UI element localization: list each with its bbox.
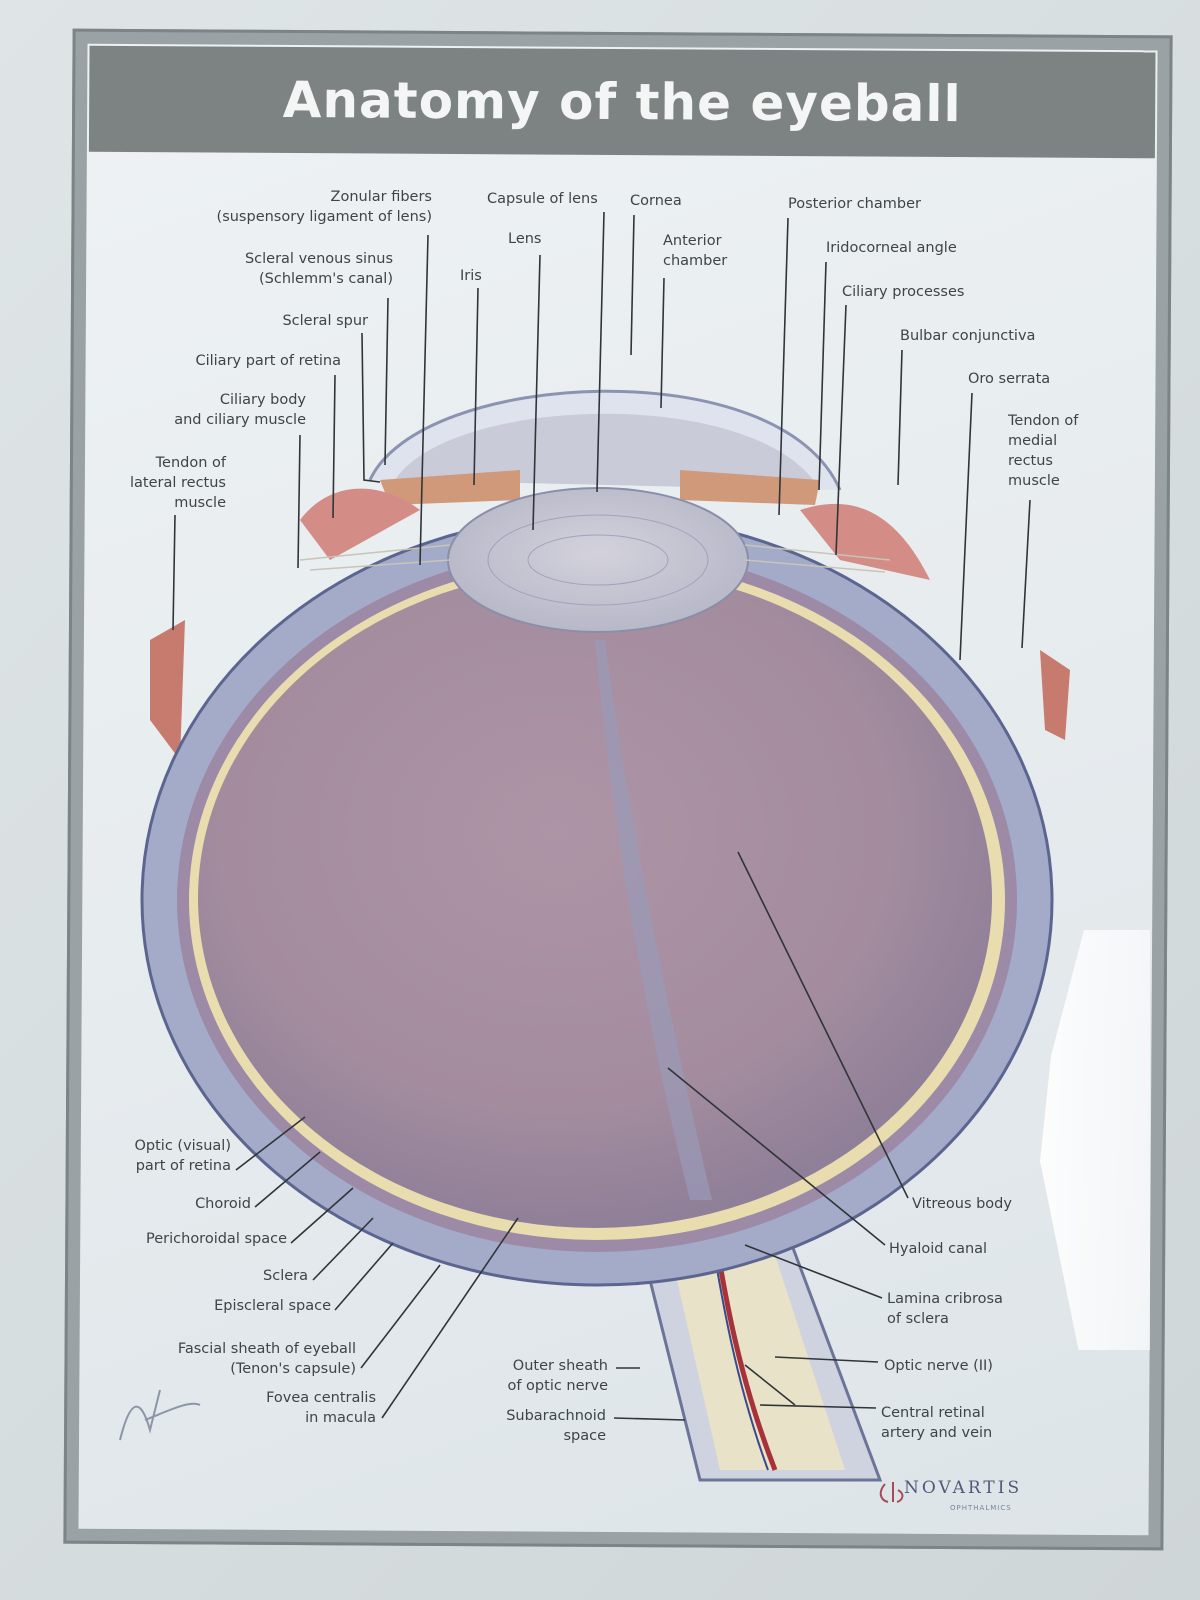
label-posterior-chamber: Posterior chamber bbox=[788, 196, 921, 212]
novartis-logo-icon bbox=[879, 1482, 904, 1503]
iris-right bbox=[680, 470, 820, 505]
novartis-logo-subtitle: OPHTHALMICS bbox=[950, 1504, 1012, 1512]
label-oro-serrata: Oro serrata bbox=[968, 371, 1051, 387]
optic-nerve-core bbox=[668, 1240, 845, 1470]
label-zonular-fibers: Zonular fibers(suspensory ligament of le… bbox=[216, 189, 432, 225]
lateral-rectus-muscle bbox=[150, 620, 185, 760]
leader-lines bbox=[172, 211, 1031, 1421]
label-lens: Lens bbox=[508, 231, 542, 247]
label-cornea: Cornea bbox=[630, 193, 682, 209]
novartis-logo: NOVARTIS bbox=[904, 1478, 1023, 1498]
label-bulbar-conjunctiva: Bulbar conjunctiva bbox=[900, 328, 1036, 344]
zonular-fibers bbox=[299, 544, 891, 573]
label-sclera: Sclera bbox=[263, 1268, 308, 1284]
label-choroid: Choroid bbox=[195, 1196, 251, 1212]
vitreous-body bbox=[198, 568, 992, 1228]
label-ciliary-part-of-retina: Ciliary part of retina bbox=[195, 353, 341, 369]
anterior-chamber bbox=[395, 413, 820, 490]
label-optic-nerve: Optic nerve (II) bbox=[884, 1358, 993, 1374]
label-fascial-sheath: Fascial sheath of eyeball(Tenon's capsul… bbox=[177, 1341, 356, 1377]
label-perichoroidal-space: Perichoroidal space bbox=[146, 1231, 287, 1247]
ciliary-body-right bbox=[800, 503, 930, 580]
hyaloid-canal bbox=[595, 640, 712, 1200]
label-iridocorneal-angle: Iridocorneal angle bbox=[826, 240, 957, 256]
iris bbox=[380, 470, 520, 505]
label-episcleral-space: Episcleral space bbox=[214, 1298, 331, 1314]
label-optic-part-of-retina: Optic (visual)part of retina bbox=[134, 1138, 232, 1174]
label-vitreous-body: Vitreous body bbox=[912, 1196, 1012, 1212]
label-scleral-spur: Scleral spur bbox=[282, 313, 368, 329]
label-iris: Iris bbox=[460, 268, 482, 284]
netter-signature bbox=[119, 1389, 201, 1441]
label-capsule-of-lens: Capsule of lens bbox=[487, 191, 598, 207]
label-scleral-venous-sinus: Scleral venous sinus(Schlemm's canal) bbox=[244, 251, 393, 287]
label-hyaloid-canal: Hyaloid canal bbox=[889, 1241, 988, 1257]
label-ciliary-processes: Ciliary processes bbox=[842, 284, 965, 300]
lens bbox=[447, 487, 749, 633]
ciliary-body-left bbox=[300, 488, 420, 560]
medial-rectus-muscle bbox=[1040, 650, 1070, 740]
